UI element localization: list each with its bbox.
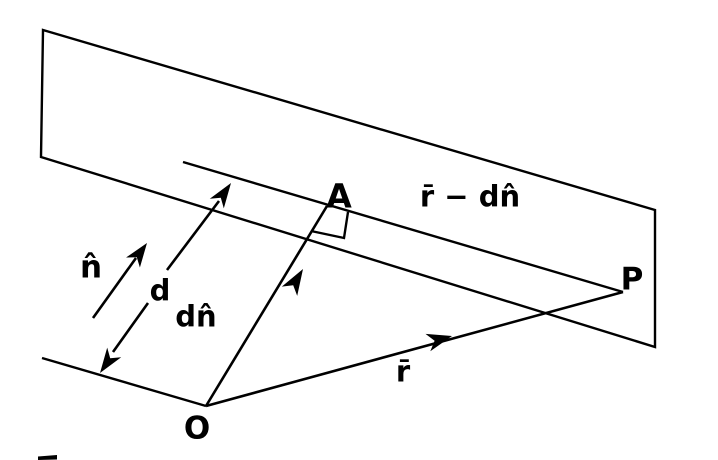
label-origin-O: O <box>183 410 211 447</box>
plane-outline <box>39 28 657 349</box>
vector-nhat-arrowhead <box>126 243 147 268</box>
label-r-vector: r̄ <box>395 354 411 389</box>
vector-dnhat-shaft <box>204 205 329 407</box>
right-angle-mark <box>310 211 350 240</box>
vector-nhat-shaft <box>91 257 138 319</box>
vector-dnhat-arrowhead <box>281 269 303 296</box>
distance-d-shaft-upper <box>165 200 221 271</box>
vector-r-arrowhead <box>425 333 452 352</box>
label-point-P: P <box>620 261 644 298</box>
line-through-A-P <box>182 160 624 294</box>
label-r-minus-dnhat: r̄ − dn̂ <box>419 179 521 214</box>
distance-d-arrowhead-upper <box>209 183 231 209</box>
base-line-through-O <box>41 356 207 408</box>
label-distance-d: d <box>149 273 171 308</box>
vector-r-shaft <box>205 290 624 408</box>
label-dnhat-vector: dn̂ <box>175 299 217 334</box>
distance-d-shaft-lower <box>111 302 150 353</box>
label-unit-normal: n̂ <box>79 249 103 286</box>
distance-d-arrowhead-lower <box>100 347 122 373</box>
label-point-A: A <box>326 176 352 216</box>
clipped-arrow-fragment <box>38 455 57 460</box>
